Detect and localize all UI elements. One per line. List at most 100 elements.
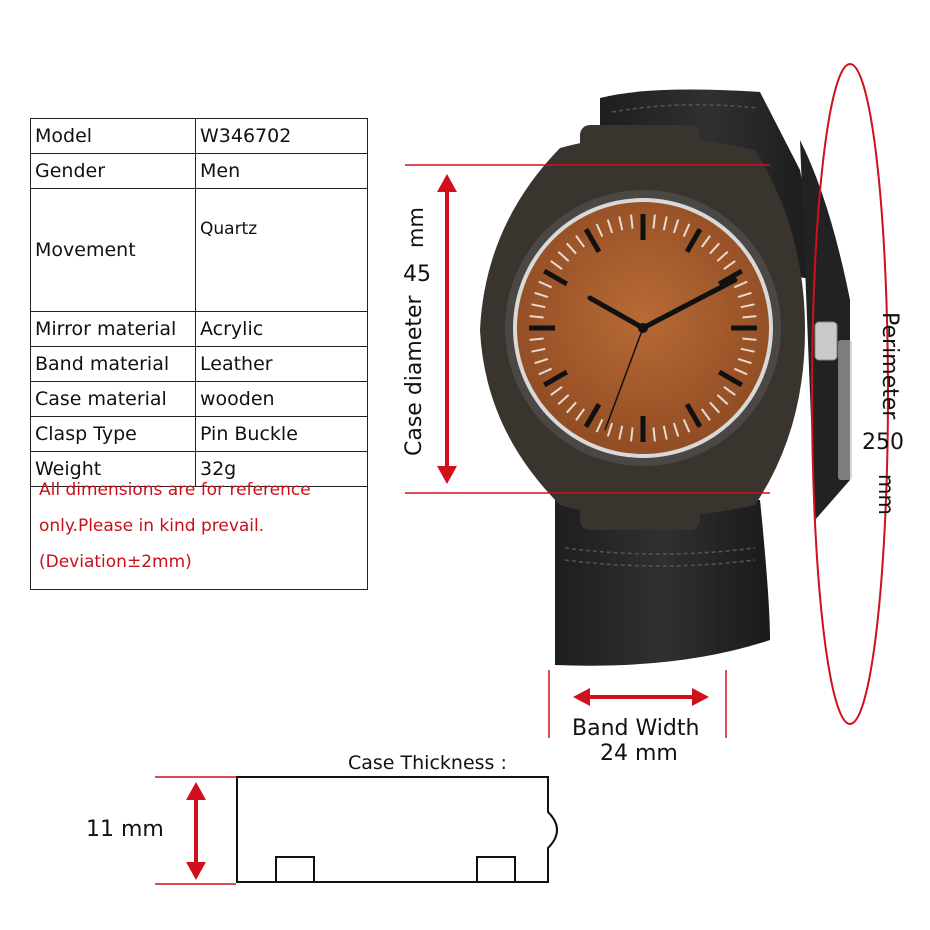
- minute-marker: [575, 235, 586, 248]
- note-line-2: only.Please in kind prevail.: [39, 516, 265, 536]
- minute-marker: [682, 223, 691, 238]
- minute-marker: [652, 427, 656, 442]
- minute-marker: [606, 422, 614, 437]
- minute-marker: [672, 219, 680, 234]
- second-hand: [604, 327, 644, 431]
- case-thickness-value: 11 mm: [86, 817, 164, 842]
- minute-marker: [709, 401, 721, 414]
- note-line-3: (Deviation±2mm): [39, 552, 192, 572]
- case-diameter-label: Case diameter: [402, 295, 427, 456]
- case-diameter-text: Case diameter: [402, 295, 427, 456]
- minute-marker: [538, 280, 553, 289]
- minute-marker: [557, 394, 570, 406]
- spec-key: Clasp Type: [30, 416, 196, 452]
- case-diameter-unit: mm: [404, 207, 428, 248]
- hour-marker: [543, 268, 569, 287]
- perimeter-unit: mm: [874, 474, 898, 515]
- minute-marker: [534, 291, 549, 299]
- minute-marker: [716, 394, 729, 406]
- minute-marker: [538, 367, 553, 376]
- minute-marker: [737, 291, 752, 299]
- minute-marker: [733, 280, 748, 289]
- minute-marker: [737, 357, 752, 365]
- note-line-1: All dimensions are for reference: [39, 480, 311, 500]
- minute-marker: [595, 223, 604, 238]
- perimeter-value: 250: [862, 430, 904, 455]
- minute-marker: [742, 315, 757, 319]
- spec-value: wooden: [195, 381, 368, 417]
- hour-marker: [717, 268, 743, 287]
- minute-marker: [742, 337, 757, 341]
- spec-value: Pin Buckle: [195, 416, 368, 452]
- case-lug-right: [476, 856, 516, 883]
- minute-marker: [672, 422, 680, 437]
- minute-marker: [595, 418, 604, 433]
- case-profile: [236, 776, 558, 883]
- case-diameter-unit-text: mm: [404, 207, 428, 248]
- minute-marker: [565, 401, 577, 414]
- spec-value: W346702: [195, 118, 368, 154]
- minute-marker: [662, 216, 668, 231]
- minute-marker: [550, 260, 563, 271]
- band-width-value: 24 mm: [600, 741, 678, 766]
- hour-marker: [684, 228, 703, 254]
- minute-marker: [529, 315, 544, 319]
- hour-marker: [583, 402, 602, 428]
- dial-ticks: [529, 214, 757, 442]
- spec-value: Acrylic: [195, 311, 368, 347]
- minute-marker: [575, 408, 586, 421]
- minute-hand: [640, 277, 738, 331]
- minute-marker: [740, 347, 755, 353]
- perimeter-ellipse: [811, 63, 889, 725]
- reference-note: All dimensions are for reference only.Pl…: [30, 476, 368, 590]
- spec-key: Case material: [30, 381, 196, 417]
- minute-marker: [565, 242, 577, 255]
- minute-marker: [531, 303, 546, 309]
- minute-marker: [557, 250, 570, 262]
- spec-key: Band material: [30, 346, 196, 382]
- perimeter-unit-text: mm: [874, 474, 898, 515]
- hour-marker: [543, 369, 569, 388]
- band-width-label: Band Width: [572, 716, 700, 741]
- spec-value: Men: [195, 153, 368, 189]
- minute-marker: [630, 214, 634, 229]
- minute-marker: [716, 250, 729, 262]
- minute-marker: [723, 260, 736, 271]
- spec-value: 32g: [195, 451, 368, 487]
- minute-marker: [733, 367, 748, 376]
- case-diameter-value: 45: [403, 262, 431, 287]
- spec-key: Weight: [30, 451, 196, 487]
- minute-marker: [652, 214, 656, 229]
- perimeter-text: Perimeter: [877, 312, 902, 420]
- band-bottom: [555, 500, 770, 666]
- minute-marker: [700, 408, 711, 421]
- spec-value: Quartz: [195, 188, 368, 312]
- spec-key: Model: [30, 118, 196, 154]
- hour-marker: [717, 369, 743, 388]
- minute-marker: [606, 219, 614, 234]
- minute-marker: [723, 385, 736, 396]
- spec-key: Mirror material: [30, 311, 196, 347]
- hour-marker: [583, 228, 602, 254]
- minute-marker: [550, 385, 563, 396]
- case-lug-left: [275, 856, 315, 883]
- minute-marker: [700, 235, 711, 248]
- perimeter-label: Perimeter: [877, 312, 902, 419]
- minute-marker: [740, 303, 755, 309]
- hour-hand: [587, 295, 646, 331]
- hour-marker: [684, 402, 703, 428]
- minute-marker: [534, 357, 549, 365]
- spec-value: Leather: [195, 346, 368, 382]
- minute-marker: [630, 427, 634, 442]
- minute-marker: [531, 347, 546, 353]
